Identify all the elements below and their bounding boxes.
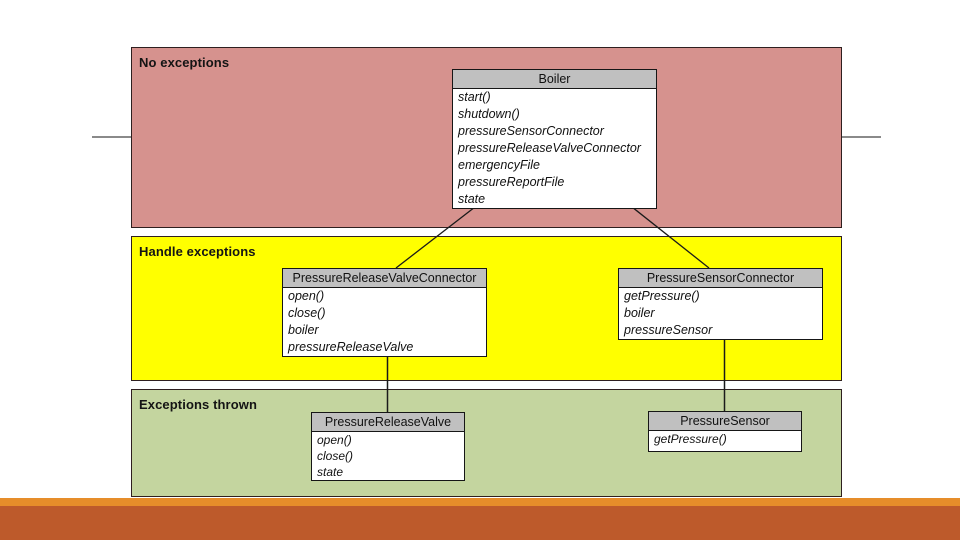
class-member: boiler	[288, 323, 319, 337]
class-member: pressureSensor	[624, 323, 713, 337]
class-pressure-release-valve-connector: PressureReleaseValveConnector open() clo…	[282, 268, 487, 357]
class-member: pressureSensorConnector	[458, 124, 604, 138]
class-member: state	[458, 192, 486, 206]
class-member: start()	[458, 90, 491, 104]
class-pressure-release-valve-title: PressureReleaseValve	[312, 413, 464, 432]
class-member: close()	[288, 306, 326, 320]
class-member: getPressure()	[654, 432, 727, 446]
class-member: close()	[317, 449, 354, 463]
band-no-exceptions-label: No exceptions	[139, 55, 230, 70]
decor-line-right	[842, 136, 881, 138]
class-member: shutdown()	[458, 107, 520, 121]
class-member: open()	[288, 289, 325, 303]
class-pressure-sensor-connector-title: PressureSensorConnector	[619, 269, 822, 288]
class-member: emergencyFile	[458, 158, 540, 172]
class-boiler: Boiler start() shutdown() pressureSensor…	[452, 69, 657, 209]
class-member: pressureReleaseValveConnector	[458, 141, 641, 155]
class-member: getPressure()	[624, 289, 700, 303]
class-member: open()	[317, 433, 352, 447]
class-member: state	[317, 465, 344, 479]
band-exceptions-thrown-label: Exceptions thrown	[139, 397, 257, 412]
class-member: pressureReleaseValve	[288, 340, 414, 354]
decor-line-left	[92, 136, 131, 138]
class-pressure-sensor-connector: PressureSensorConnector getPressure() bo…	[618, 268, 823, 340]
footer-bar	[0, 506, 960, 540]
class-boiler-title: Boiler	[453, 70, 656, 89]
class-pressure-sensor-title: PressureSensor	[649, 412, 801, 431]
footer-accent-strip	[0, 498, 960, 506]
class-pressure-release-valve-connector-title: PressureReleaseValveConnector	[283, 269, 486, 288]
class-member: boiler	[624, 306, 655, 320]
class-pressure-release-valve: PressureReleaseValve open() close() stat…	[311, 412, 465, 481]
class-pressure-sensor: PressureSensor getPressure()	[648, 411, 802, 452]
class-member: pressureReportFile	[458, 175, 565, 189]
band-handle-exceptions-label: Handle exceptions	[139, 244, 256, 259]
